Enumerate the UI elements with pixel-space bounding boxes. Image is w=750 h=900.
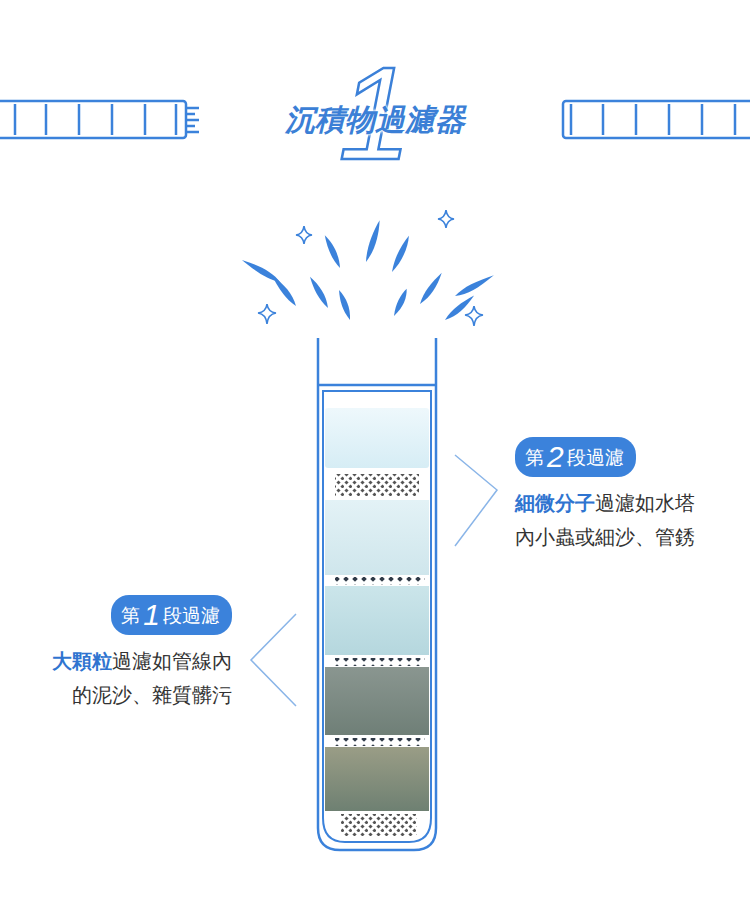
callout-text: 大顆粒過濾如管線內的泥沙、雜質髒污	[49, 645, 232, 712]
mesh-layer	[335, 474, 419, 496]
title: 沉積物過濾器	[0, 102, 750, 138]
filter-layer	[325, 500, 429, 575]
step-digit: 1	[143, 598, 160, 631]
filter-layer	[325, 667, 429, 735]
key-phrase: 大顆粒	[52, 650, 112, 673]
water-splash	[241, 219, 496, 322]
stage-badge: 第2段過濾	[515, 437, 636, 477]
filter-tube	[318, 338, 436, 850]
filter-layer	[325, 408, 429, 468]
mesh-layer	[341, 814, 417, 836]
leader-bracket	[251, 614, 296, 706]
stage-callout: 第1段過濾大顆粒過濾如管線內的泥沙、雜質髒污	[49, 595, 232, 712]
sparkle	[258, 210, 483, 326]
deco-bar	[0, 101, 199, 138]
leader-bracket	[455, 455, 497, 546]
filter-layer	[325, 747, 429, 811]
step-digit: 2	[547, 440, 564, 473]
deco-bar	[563, 101, 750, 138]
filter-layer	[325, 586, 429, 655]
stage-callout: 第2段過濾細微分子過濾如水塔內小蟲或細沙、管銹	[515, 437, 698, 554]
key-phrase: 細微分子	[515, 492, 595, 515]
callout-text: 細微分子過濾如水塔內小蟲或細沙、管銹	[515, 487, 698, 554]
stage-badge: 第1段過濾	[111, 595, 232, 635]
